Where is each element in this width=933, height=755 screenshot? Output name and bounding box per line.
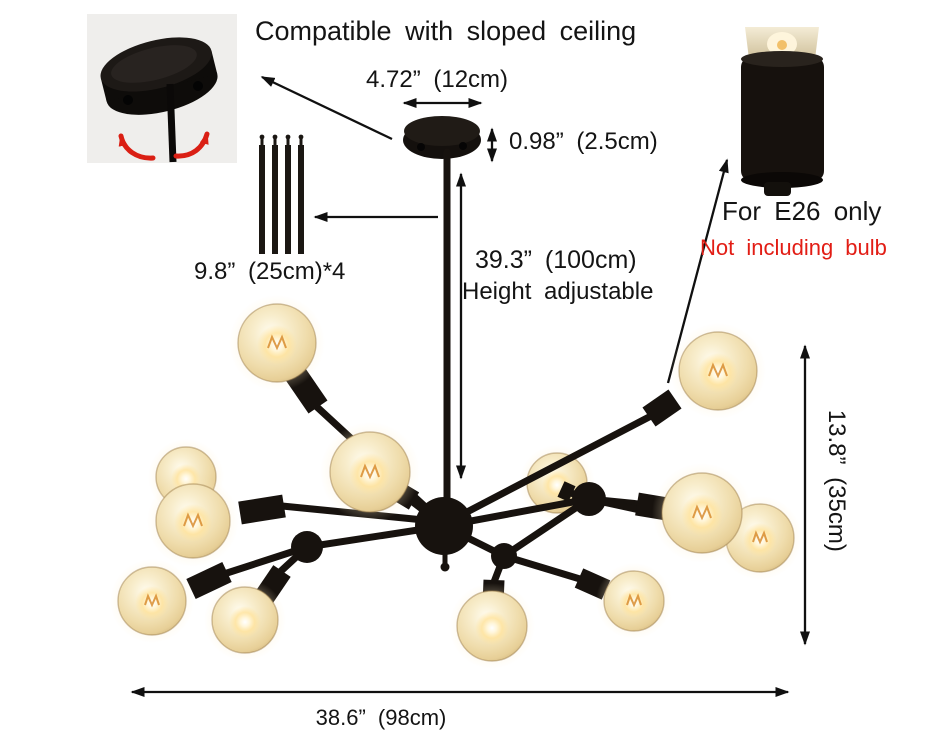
pointer-to-canopy-inset <box>260 75 393 141</box>
rods-label: 9.8” (25cm)*4 <box>194 258 346 285</box>
bulb <box>204 579 286 661</box>
screw-hole <box>123 95 133 105</box>
bulb <box>670 323 766 419</box>
arm-joint <box>572 482 606 516</box>
bulb <box>147 475 239 567</box>
canopy-width-label: 4.72” (12cm) <box>366 66 509 93</box>
bulb <box>652 463 752 563</box>
compatibility-note: Compatible with sloped ceiling <box>255 16 637 46</box>
socket-type-label: For E26 only <box>722 196 882 226</box>
bulb-sockets <box>186 365 682 605</box>
bulbs <box>110 295 802 669</box>
drop-height-label: 39.3” (100cm) <box>475 246 637 274</box>
arm-joint <box>491 543 517 569</box>
bulb <box>449 583 535 669</box>
canopy-height-label: 0.98” (2.5cm) <box>509 128 658 155</box>
drop-note-label: Height adjustable <box>462 278 654 305</box>
bulb <box>596 563 672 639</box>
hub-finial <box>440 562 450 572</box>
bulb <box>110 559 194 643</box>
canopy-rod <box>166 83 177 163</box>
down-rods <box>259 134 304 254</box>
bulb-note-label: Not including bulb <box>700 235 887 260</box>
screw-hole <box>193 81 203 91</box>
chandelier <box>110 116 802 669</box>
swivel-arrow-icon <box>173 131 210 159</box>
canopy-swivel-inset <box>87 14 237 163</box>
socket-inset <box>741 27 824 196</box>
bulb <box>320 422 420 522</box>
center-hub <box>415 497 473 555</box>
arm-joint <box>291 531 323 563</box>
fixture-width-label: 38.6” (98cm) <box>315 705 447 730</box>
ceiling-canopy <box>403 116 481 159</box>
swivel-arrow-icon <box>118 133 156 161</box>
fixture-height-label: 13.8” (35cm) <box>822 409 850 552</box>
bulb <box>229 295 325 391</box>
dimension-arrows <box>130 75 810 697</box>
e26-socket <box>741 57 824 181</box>
